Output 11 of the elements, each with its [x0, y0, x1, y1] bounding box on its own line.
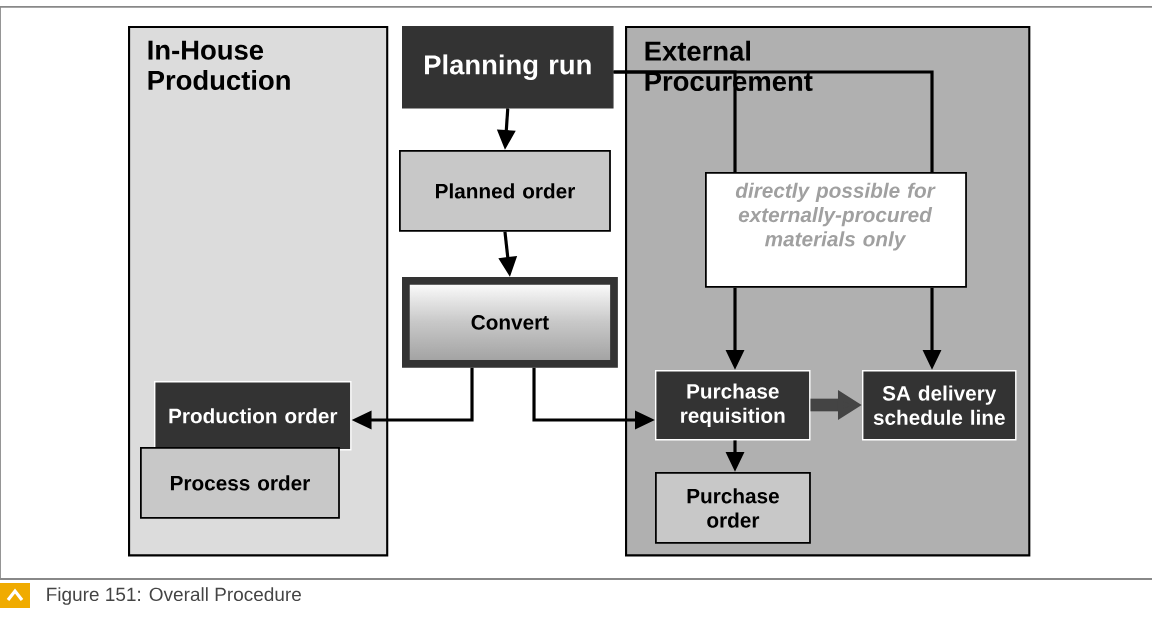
- process-box: Process order: [140, 447, 340, 519]
- process-box: Purchase requisition: [655, 370, 811, 441]
- note-box: directly possible for externally-procured materials only: [705, 172, 967, 288]
- process-box: Purchase order: [655, 472, 811, 544]
- caption: Figure 151: Overall Procedure: [47, 587, 301, 605]
- process-box: Planning run: [402, 26, 614, 109]
- panel-heading: In-House Production: [148, 40, 290, 91]
- process-box: Planned order: [399, 150, 611, 232]
- button: Convert: [402, 277, 618, 368]
- process-box: Production order: [154, 381, 352, 451]
- process-box: SA delivery schedule line: [862, 370, 1017, 441]
